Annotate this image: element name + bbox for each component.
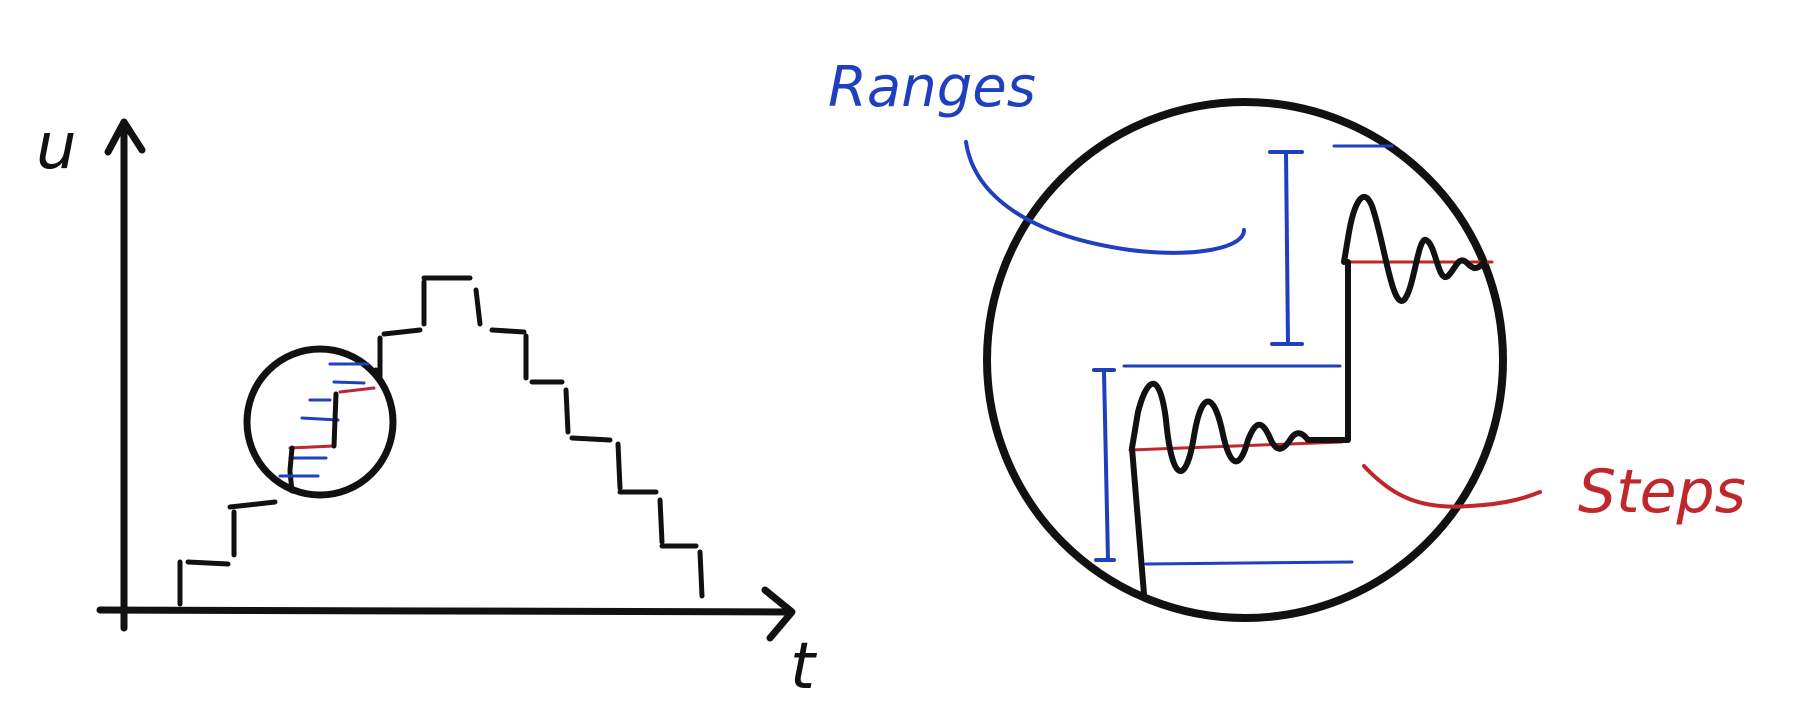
stair-segment bbox=[227, 499, 278, 510]
range-bracket-lower bbox=[1092, 368, 1116, 562]
stair-segment bbox=[287, 445, 295, 473]
stair-segment bbox=[185, 559, 231, 567]
staircase bbox=[177, 275, 705, 607]
range-line bbox=[1144, 560, 1354, 566]
stair-segment bbox=[373, 367, 383, 383]
small-circle-details bbox=[278, 362, 383, 478]
step-level bbox=[338, 386, 376, 394]
step-response-upper bbox=[1341, 193, 1487, 304]
x-axis-line bbox=[96, 606, 794, 616]
stair-segment bbox=[697, 549, 705, 599]
steps-label: Steps bbox=[1578, 457, 1746, 527]
stair-segment bbox=[381, 327, 423, 337]
range-bracket-upper bbox=[1268, 150, 1304, 346]
x-axis-arrowhead bbox=[761, 586, 796, 642]
stair-segment bbox=[489, 327, 527, 335]
step-level bbox=[288, 444, 336, 450]
ranges-label: Ranges bbox=[828, 55, 1036, 120]
x-axis-label: t bbox=[790, 630, 818, 704]
step-level-lower bbox=[1128, 440, 1344, 452]
y-axis-label: u bbox=[36, 110, 77, 184]
stair-segment bbox=[473, 287, 483, 327]
y-axis-arrowhead bbox=[104, 118, 146, 156]
stair-segment bbox=[569, 435, 613, 443]
axes bbox=[96, 118, 796, 642]
stair-segment bbox=[657, 497, 665, 545]
stair-segment bbox=[615, 441, 623, 491]
stair-segment bbox=[563, 387, 571, 435]
range-tick bbox=[300, 416, 340, 422]
steps-callout-curve bbox=[1362, 464, 1542, 509]
small-zoom-circle bbox=[243, 345, 397, 499]
stair-segment bbox=[331, 391, 339, 449]
ranges-callout-curve bbox=[964, 140, 1246, 255]
large-zoom-circle bbox=[983, 98, 1507, 622]
zoom-detail bbox=[964, 140, 1542, 597]
step-response-lower bbox=[1129, 380, 1349, 597]
range-tick bbox=[332, 380, 366, 385]
